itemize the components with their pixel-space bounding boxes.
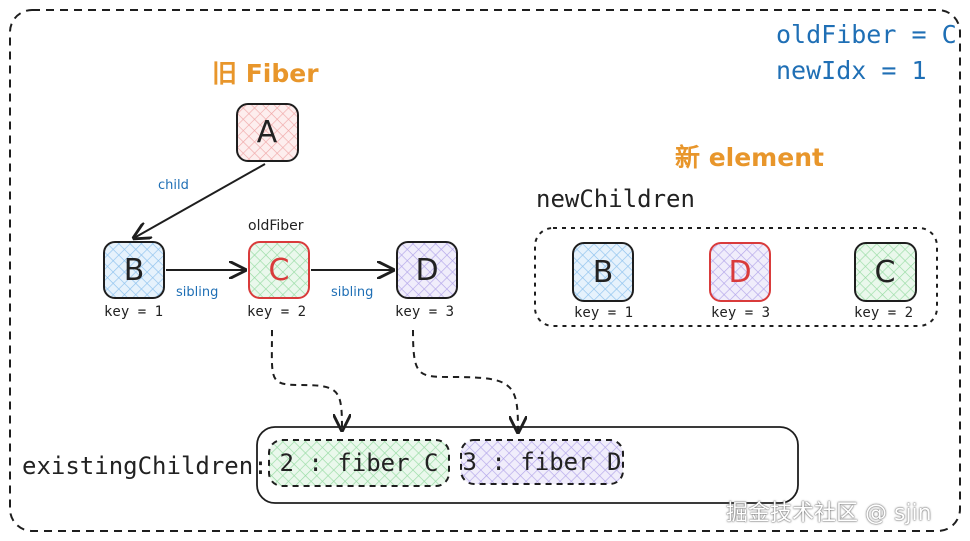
edge-child-arrow bbox=[134, 163, 266, 238]
node-b-box bbox=[103, 241, 165, 299]
new-item-b-key: key = 1 bbox=[574, 305, 634, 321]
new-item-c-label: C bbox=[874, 254, 896, 290]
outer-frame bbox=[9, 9, 961, 532]
new-item-c-key: key = 2 bbox=[854, 305, 914, 321]
node-d-box bbox=[396, 241, 458, 299]
edge-sibling-label-1: sibling bbox=[176, 285, 219, 300]
new-item-d-key: key = 3 bbox=[711, 305, 771, 321]
existing-slot-c-text: 2 : fiber C bbox=[279, 449, 439, 477]
existing-slot-d-box bbox=[460, 439, 624, 485]
edge-sibling-label-2: sibling bbox=[331, 285, 374, 300]
node-a-label: A bbox=[256, 114, 278, 150]
existing-children-container bbox=[256, 426, 799, 504]
new-element-title: 新 element bbox=[675, 143, 824, 172]
node-d-key: key = 3 bbox=[395, 304, 455, 320]
node-b-label: B bbox=[123, 252, 145, 288]
new-item-b-label: B bbox=[592, 254, 614, 290]
old-fiber-pointer-label: oldFiber bbox=[248, 218, 304, 234]
edge-child-label: child bbox=[158, 178, 189, 193]
new-item-b-box bbox=[572, 242, 634, 302]
existing-children-label: existingChildren: bbox=[22, 452, 268, 480]
new-item-d-box bbox=[709, 242, 771, 302]
new-item-d-label: D bbox=[728, 254, 752, 290]
node-a-box bbox=[236, 103, 299, 162]
existing-slot-d-text: 3 : fiber D bbox=[462, 448, 622, 476]
watermark: 掘金技术社区 @ sjin bbox=[726, 501, 932, 526]
node-c-key: key = 2 bbox=[247, 304, 307, 320]
status-new-idx: newIdx = 1 bbox=[776, 56, 927, 85]
new-item-c-box bbox=[854, 242, 917, 302]
node-b-key: key = 1 bbox=[104, 304, 164, 320]
node-c-box bbox=[248, 241, 310, 299]
new-children-container bbox=[534, 227, 938, 327]
map-arrow-d bbox=[412, 329, 518, 432]
status-old-fiber: oldFiber = C bbox=[776, 20, 957, 49]
node-c-label: C bbox=[268, 252, 290, 288]
old-fiber-title: 旧 Fiber bbox=[212, 59, 319, 88]
existing-slot-c-box bbox=[268, 439, 450, 487]
map-arrow-c bbox=[270, 329, 342, 430]
node-d-label: D bbox=[415, 252, 439, 288]
new-children-label: newChildren bbox=[536, 185, 695, 213]
